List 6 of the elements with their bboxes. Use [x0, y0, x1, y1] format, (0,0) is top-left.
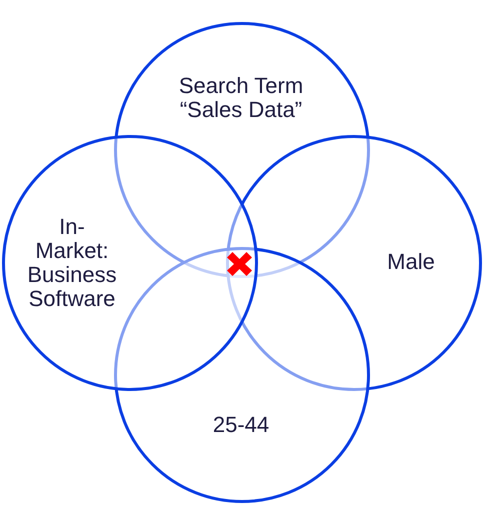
- set-label: Male: [386, 250, 436, 274]
- venn-circle: [2, 135, 258, 391]
- set-label: In-Market: Business Software: [26, 214, 118, 310]
- set-label: Search Term “Sales Data”: [178, 74, 304, 122]
- set-label: 25-44: [212, 413, 270, 437]
- venn-circle: [114, 247, 370, 503]
